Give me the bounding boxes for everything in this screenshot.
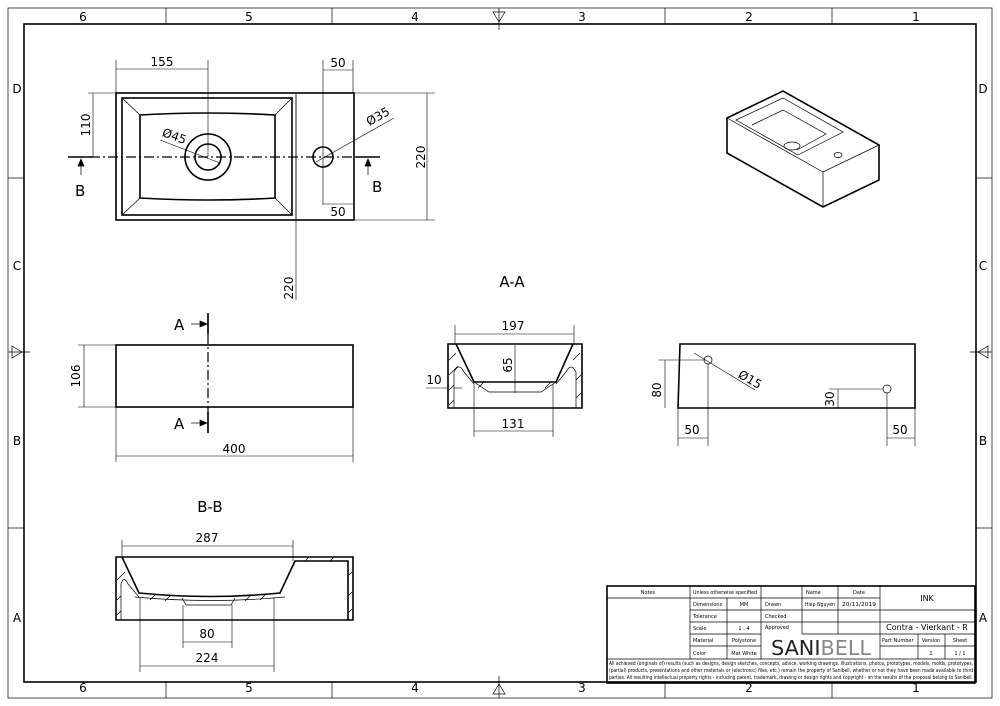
tb-name-header: Name xyxy=(806,590,821,596)
zone-col-4-bottom: 4 xyxy=(411,681,419,695)
cut-label-a-top: A xyxy=(174,316,185,334)
tb-part-number: Part Number xyxy=(882,638,914,644)
tb-scale-value: 1 : 4 xyxy=(738,626,749,632)
cut-label-b-right: B xyxy=(372,178,382,196)
dim-80-bb: 80 xyxy=(199,627,214,641)
dim-65: 65 xyxy=(501,357,515,372)
tb-dimensions-label: Dimensions xyxy=(693,602,723,608)
side-view: Ø15 80 30 50 50 xyxy=(650,343,916,446)
side-hole xyxy=(882,384,892,394)
zone-col-1: 1 xyxy=(912,10,920,24)
zone-row-b: B xyxy=(13,434,21,448)
tb-approved: Approved xyxy=(765,625,789,631)
dim-80-side: 80 xyxy=(650,382,664,397)
logo-bell: BELL xyxy=(820,636,871,660)
dim-106: 106 xyxy=(69,365,83,388)
dim-197: 197 xyxy=(502,319,525,333)
tb-disclaimer-3: parties. All resulting intellectual prop… xyxy=(609,675,973,681)
front-view: A A 106 400 xyxy=(69,313,354,462)
isometric-view xyxy=(726,90,880,208)
top-view: B B 155 50 110 Ø45 Ø35 220 50 220 xyxy=(68,55,435,300)
dim-50-side-left: 50 xyxy=(684,423,699,437)
dim-220: 220 xyxy=(414,146,428,169)
section-aa-view: A-A 197 65 10 131 xyxy=(426,273,583,437)
zone-col-2: 2 xyxy=(745,10,753,24)
zone-col-2-bottom: 2 xyxy=(745,681,753,695)
tb-dimensions-value: MM xyxy=(740,602,749,608)
tb-scale-label: Scale xyxy=(693,626,706,632)
dim-dia-45: Ø45 xyxy=(160,125,188,147)
tb-sheet-value: 1 / 1 xyxy=(954,651,965,657)
zone-col-4: 4 xyxy=(411,10,419,24)
tb-drawn: Drawn xyxy=(765,602,781,608)
zone-row-b-right: B xyxy=(979,434,987,448)
dim-110: 110 xyxy=(79,114,93,137)
cut-label-a-bottom: A xyxy=(174,415,185,433)
tb-disclaimer-1: All achieved (originals of) results (suc… xyxy=(609,661,973,667)
zone-col-5: 5 xyxy=(245,10,253,24)
dim-220-lower: 220 xyxy=(282,277,296,300)
tb-material-label: Material xyxy=(693,638,713,644)
tb-color-label: Color xyxy=(693,651,707,657)
tb-checked: Checked xyxy=(765,614,786,620)
tb-material-value: Polystone xyxy=(732,638,756,644)
tb-version: Version xyxy=(922,638,940,644)
zone-col-3: 3 xyxy=(578,10,586,24)
tb-unless: Unless otherwise specified xyxy=(693,590,757,596)
tb-version-value: 1 xyxy=(929,651,932,657)
zone-row-a-right: A xyxy=(979,611,988,625)
title-block: Notes Unless otherwise specified Name Da… xyxy=(606,585,976,684)
dim-155: 155 xyxy=(151,55,174,69)
zone-row-c: C xyxy=(13,259,21,273)
dim-30: 30 xyxy=(823,391,837,406)
tb-sheet: Sheet xyxy=(953,638,967,644)
dim-131: 131 xyxy=(502,417,525,431)
zone-col-3-bottom: 3 xyxy=(578,681,586,695)
tb-product-name: Contra - Vierkant - R xyxy=(886,623,968,632)
dim-dia-15: Ø15 xyxy=(736,367,764,391)
logo-sani: SANI xyxy=(771,636,820,660)
dim-50-bottom: 50 xyxy=(330,205,345,219)
zone-row-c-right: C xyxy=(979,259,987,273)
tb-disclaimer-2: (partial) products, presentations and ot… xyxy=(609,668,973,674)
section-bb-view: B-B 287 80 224 xyxy=(115,498,354,672)
zone-col-6-bottom: 6 xyxy=(79,681,87,695)
dim-50-side-right: 50 xyxy=(892,423,907,437)
zone-col-1-bottom: 1 xyxy=(912,681,920,695)
zone-row-a: A xyxy=(13,611,22,625)
dim-400: 400 xyxy=(223,442,246,456)
zone-col-6: 6 xyxy=(79,10,87,24)
zone-row-d: D xyxy=(12,82,21,96)
tb-drawn-date: 20/11/2019 xyxy=(842,602,876,608)
dim-dia-35: Ø35 xyxy=(364,104,392,128)
dim-224: 224 xyxy=(196,651,219,665)
dim-287: 287 xyxy=(196,531,219,545)
tb-date-header: Date xyxy=(853,590,865,596)
tb-color-value: Mat White xyxy=(731,651,756,657)
tb-tolerance: Tolerance xyxy=(692,614,717,620)
dim-50-top: 50 xyxy=(330,56,345,70)
cut-label-b-left: B xyxy=(75,182,85,200)
tb-ink: INK xyxy=(920,594,934,603)
section-aa-title: A-A xyxy=(499,273,525,291)
sanibell-logo: SANIBELL xyxy=(771,636,872,660)
zone-row-d-right: D xyxy=(978,82,987,96)
drawing-frame: 6 5 4 3 2 1 6 5 4 3 2 1 D C B A D C B A xyxy=(7,7,993,699)
tb-drawn-name: Hiep Nguyen xyxy=(805,602,835,608)
dim-10: 10 xyxy=(426,373,441,387)
tb-notes: Notes xyxy=(641,590,656,596)
section-bb-title: B-B xyxy=(197,498,222,516)
zone-col-5-bottom: 5 xyxy=(245,681,253,695)
